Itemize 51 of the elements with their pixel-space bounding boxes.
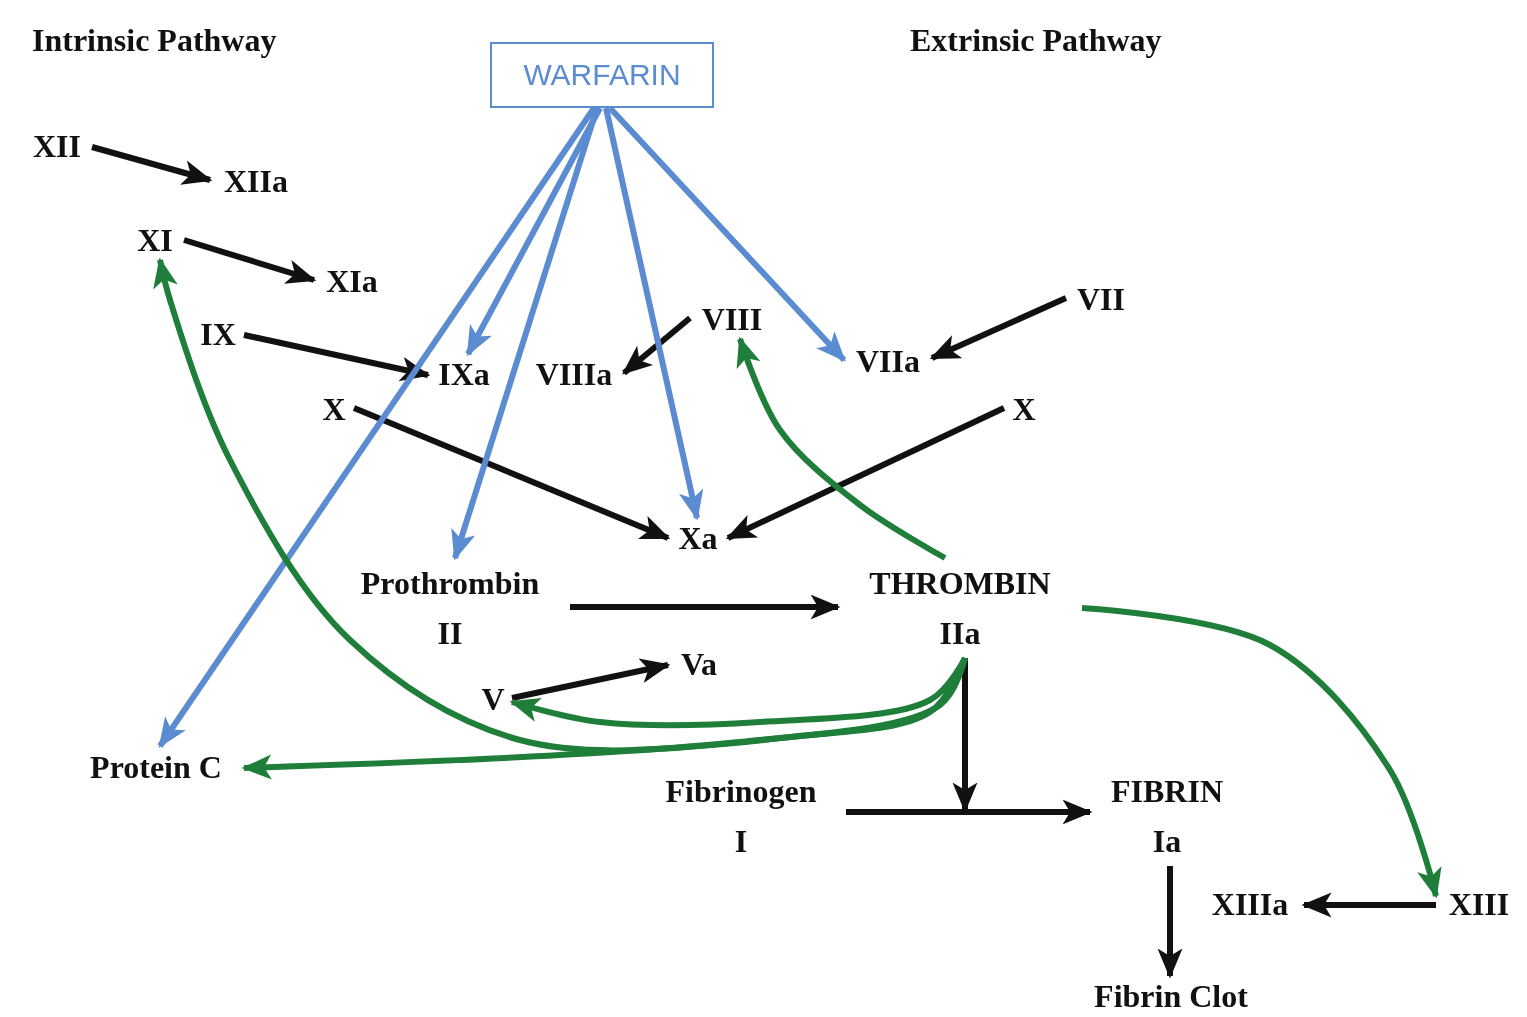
factor-label: Protein C xyxy=(68,746,244,788)
factor-number: IIa xyxy=(939,614,981,653)
arrow xyxy=(570,594,841,620)
arrow xyxy=(725,405,1006,541)
arrow xyxy=(241,656,968,780)
factor-number: Ia xyxy=(1152,822,1182,861)
factor-label: VIIa xyxy=(844,341,932,381)
factor-label: XIIIa xyxy=(1196,884,1304,924)
pathway-heading: Extrinsic Pathway xyxy=(910,22,1162,59)
factor-label: VIIIa xyxy=(524,354,624,394)
arrow xyxy=(736,336,947,561)
factor-label: Va xyxy=(668,644,730,684)
arrow xyxy=(451,107,600,561)
factor-name: Prothrombin xyxy=(360,564,540,603)
arrow xyxy=(929,295,1068,361)
arrow xyxy=(1157,866,1183,979)
arrow xyxy=(243,332,431,382)
drug-box: WARFARIN xyxy=(490,42,714,108)
factor-label: XI xyxy=(126,220,184,260)
factor-label: X xyxy=(1004,389,1044,429)
arrow xyxy=(846,799,1093,825)
factor-name: THROMBIN xyxy=(869,564,1051,603)
factor-label: VII xyxy=(1066,279,1136,319)
factor-name: Fibrinogen xyxy=(665,772,817,811)
arrow xyxy=(607,105,847,363)
arrow xyxy=(603,107,704,521)
factor-label: X xyxy=(314,389,354,429)
factor-name: FIBRIN xyxy=(1111,772,1223,811)
factor-label: XIIa xyxy=(210,161,302,201)
arrow xyxy=(465,106,603,357)
factor-label: Fibrin Clot xyxy=(1066,976,1276,1016)
factor-label: VIII xyxy=(690,299,774,339)
factor-label: XII xyxy=(22,126,92,166)
arrow xyxy=(352,405,671,541)
pathway-heading: Intrinsic Pathway xyxy=(32,22,277,59)
arrow xyxy=(622,315,692,376)
factor-label: XIa xyxy=(314,261,390,301)
arrow xyxy=(1081,605,1442,899)
factor-number: I xyxy=(734,822,748,861)
arrow xyxy=(1301,892,1436,918)
factor-label: XIII xyxy=(1436,884,1522,924)
arrow xyxy=(183,237,317,284)
arrow xyxy=(153,257,968,754)
factor-label: IX xyxy=(192,314,244,354)
factor-label: Xa xyxy=(668,518,728,558)
factor-number: II xyxy=(437,614,463,653)
arrow xyxy=(91,144,213,185)
arrow xyxy=(511,658,671,701)
arrow xyxy=(157,106,597,749)
factor-label: IXa xyxy=(428,354,500,394)
factor-label: V xyxy=(474,679,512,719)
